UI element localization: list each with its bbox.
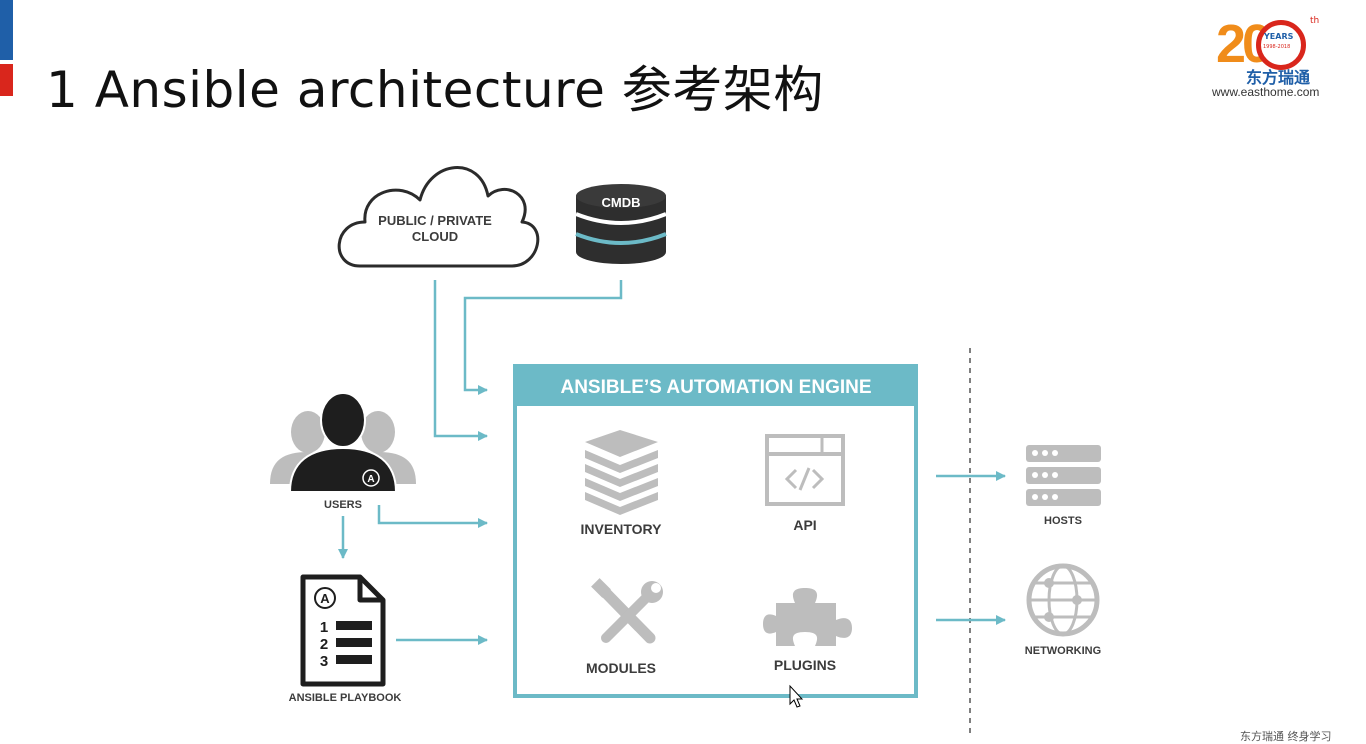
cloud-icon	[337, 166, 540, 268]
footer-text: 东方瑞通 终身学习	[1240, 730, 1332, 743]
logo-url: www.easthome.com	[1212, 85, 1320, 99]
accent-bar-red	[0, 64, 13, 96]
database-icon	[575, 184, 667, 264]
playbook-step-1: 1	[320, 619, 328, 636]
cloud-label-line1: PUBLIC / PRIVATE	[378, 213, 492, 228]
hosts-label: HOSTS	[1044, 515, 1082, 527]
plugins-puzzle-icon	[763, 588, 852, 646]
cmdb-connector	[463, 280, 623, 395]
users-connector	[377, 505, 488, 528]
cmdb-label: CMDB	[602, 195, 641, 210]
playbook-step-3: 3	[320, 653, 328, 670]
slide-title: 1 Ansible architecture 参考架构	[46, 61, 824, 119]
logo-dates: 1998-2018	[1263, 44, 1291, 50]
users-label: USERS	[324, 499, 362, 511]
playbook-step-2: 2	[320, 636, 328, 653]
modules-tools-icon	[591, 578, 663, 644]
logo-suffix: th	[1310, 16, 1320, 26]
mouse-cursor-icon	[789, 684, 804, 708]
users-icon	[270, 392, 416, 493]
playbook-label: ANSIBLE PLAYBOOK	[289, 692, 402, 704]
hosts-server-icon	[1026, 445, 1101, 506]
plugins-label: PLUGINS	[774, 657, 836, 673]
logo-years: YEARS	[1264, 32, 1294, 41]
modules-label: MODULES	[586, 660, 656, 676]
networking-label: NETWORKING	[1025, 645, 1101, 657]
api-window-icon	[765, 434, 845, 506]
playbook-icon	[300, 574, 386, 687]
accent-bar-blue	[0, 0, 13, 60]
users-badge-symbol: A	[367, 474, 374, 485]
networking-globe-icon	[1026, 563, 1100, 637]
company-logo: 20 YEARS 1998-2018 th 东方瑞通 www.easthome.…	[1208, 14, 1348, 104]
engine-header	[515, 366, 916, 406]
playbook-symbol: A	[320, 591, 330, 606]
cloud-label-line2: CLOUD	[412, 229, 458, 244]
engine-box	[513, 364, 918, 698]
logo-ring	[1256, 20, 1306, 70]
cloud-connector	[433, 280, 488, 441]
engine-title: ANSIBLE’S AUTOMATION ENGINE	[560, 377, 871, 398]
logo-company-name: 东方瑞通	[1246, 68, 1311, 87]
inventory-label: INVENTORY	[581, 521, 663, 537]
api-label: API	[793, 517, 816, 533]
inventory-stack-icon	[585, 430, 658, 515]
